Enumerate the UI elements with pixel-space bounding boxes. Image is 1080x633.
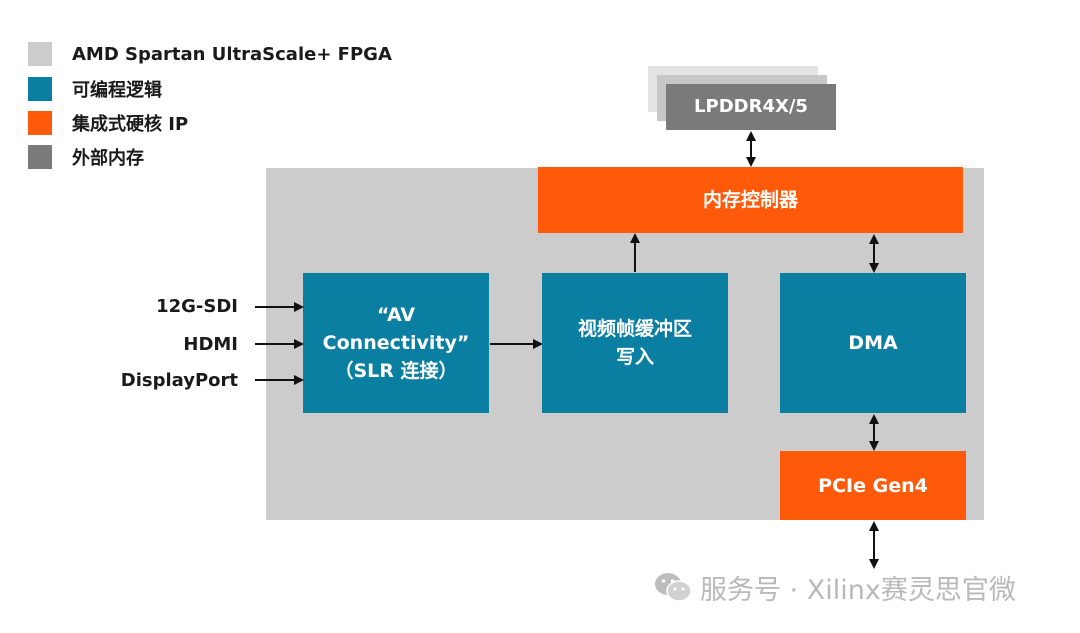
memory-controller-block: 内存控制器: [538, 167, 963, 233]
video-buffer-block: 视频帧缓冲区 写入: [542, 273, 728, 413]
legend-item-programmable-logic: 可编程逻辑: [28, 76, 162, 102]
legend-label-programmable-logic: 可编程逻辑: [72, 80, 162, 101]
watermark-text: 服务号 · Xilinx赛灵思官微: [700, 574, 1016, 606]
av-connectivity-block: “AV Connectivity” （SLR 连接）: [303, 273, 489, 413]
dma-label: DMA: [848, 332, 898, 354]
legend-label-hard-ip: 集成式硬核 IP: [72, 114, 189, 135]
input-label-displayport: DisplayPort: [120, 370, 238, 391]
video-buffer-subtitle: 写入: [615, 346, 654, 368]
external-memory-label: LPDDR4X/5: [694, 96, 808, 117]
legend-label-external-memory: 外部内存: [72, 148, 144, 169]
pcie-label: PCIe Gen4: [818, 474, 928, 497]
video-buffer-title: 视频帧缓冲区: [577, 318, 692, 340]
legend-label-fpga: AMD Spartan UltraScale+ FPGA: [72, 43, 392, 65]
dma-block: DMA: [780, 273, 966, 413]
input-label-sdi: 12G-SDI: [156, 296, 238, 317]
av-connectivity-subtitle: （SLR 连接）: [334, 360, 458, 382]
external-memory-block: LPDDR4X/5: [666, 84, 836, 130]
wechat-icon: [655, 573, 692, 602]
legend-item-hard-ip: 集成式硬核 IP: [28, 110, 188, 136]
legend-swatch-external-memory: [28, 145, 52, 169]
legend-swatch-fpga: [28, 42, 52, 66]
av-connectivity-title: “AV Connectivity”: [322, 304, 470, 354]
input-label-hdmi: HDMI: [183, 334, 238, 355]
pcie-block: PCIe Gen4: [780, 451, 966, 520]
watermark: 服务号 · Xilinx赛灵思官微: [654, 567, 1016, 607]
legend-item-external-memory: 外部内存: [28, 144, 144, 170]
legend-swatch-programmable-logic: [28, 77, 52, 101]
legend-swatch-hard-ip: [28, 111, 52, 135]
legend-item-fpga: AMD Spartan UltraScale+ FPGA: [28, 41, 392, 67]
memory-controller-label: 内存控制器: [702, 189, 798, 211]
